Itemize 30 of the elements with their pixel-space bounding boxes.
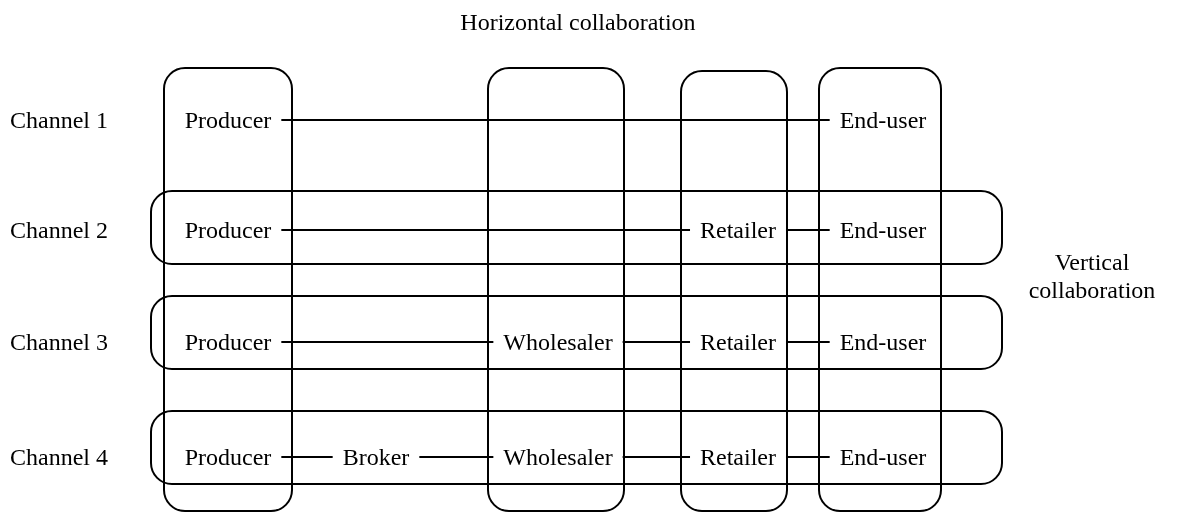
connector-line bbox=[280, 456, 334, 458]
connector-line bbox=[621, 456, 691, 458]
row-label: Channel 3 bbox=[10, 328, 108, 356]
stage-label: Producer bbox=[184, 216, 272, 244]
stage-label: Wholesaler bbox=[503, 328, 613, 356]
connector-line bbox=[621, 341, 691, 343]
stage-label: Broker bbox=[342, 443, 410, 471]
connector-line bbox=[280, 119, 831, 121]
stage-label: End-user bbox=[839, 328, 927, 356]
connector-line bbox=[280, 341, 495, 343]
stage-label: End-user bbox=[839, 443, 927, 471]
axis-title: Horizontal collaboration bbox=[460, 8, 696, 36]
connector-line bbox=[785, 341, 831, 343]
connector-line bbox=[418, 456, 495, 458]
stage-label: Producer bbox=[184, 328, 272, 356]
stage-label: Retailer bbox=[700, 443, 776, 471]
row-label: Channel 2 bbox=[10, 216, 108, 244]
row-label: Channel 4 bbox=[10, 443, 108, 471]
axis-title: Vertical collaboration bbox=[1027, 248, 1157, 304]
connector-line bbox=[785, 229, 831, 231]
stage-label: Wholesaler bbox=[503, 443, 613, 471]
row-label: Channel 1 bbox=[10, 106, 108, 134]
stage-label: End-user bbox=[839, 106, 927, 134]
stage-label: Producer bbox=[184, 106, 272, 134]
stage-label: End-user bbox=[839, 216, 927, 244]
stage-label: Retailer bbox=[700, 216, 776, 244]
connector-line bbox=[280, 229, 691, 231]
connector-line bbox=[785, 456, 831, 458]
stage-label: Retailer bbox=[700, 328, 776, 356]
stage-label: Producer bbox=[184, 443, 272, 471]
